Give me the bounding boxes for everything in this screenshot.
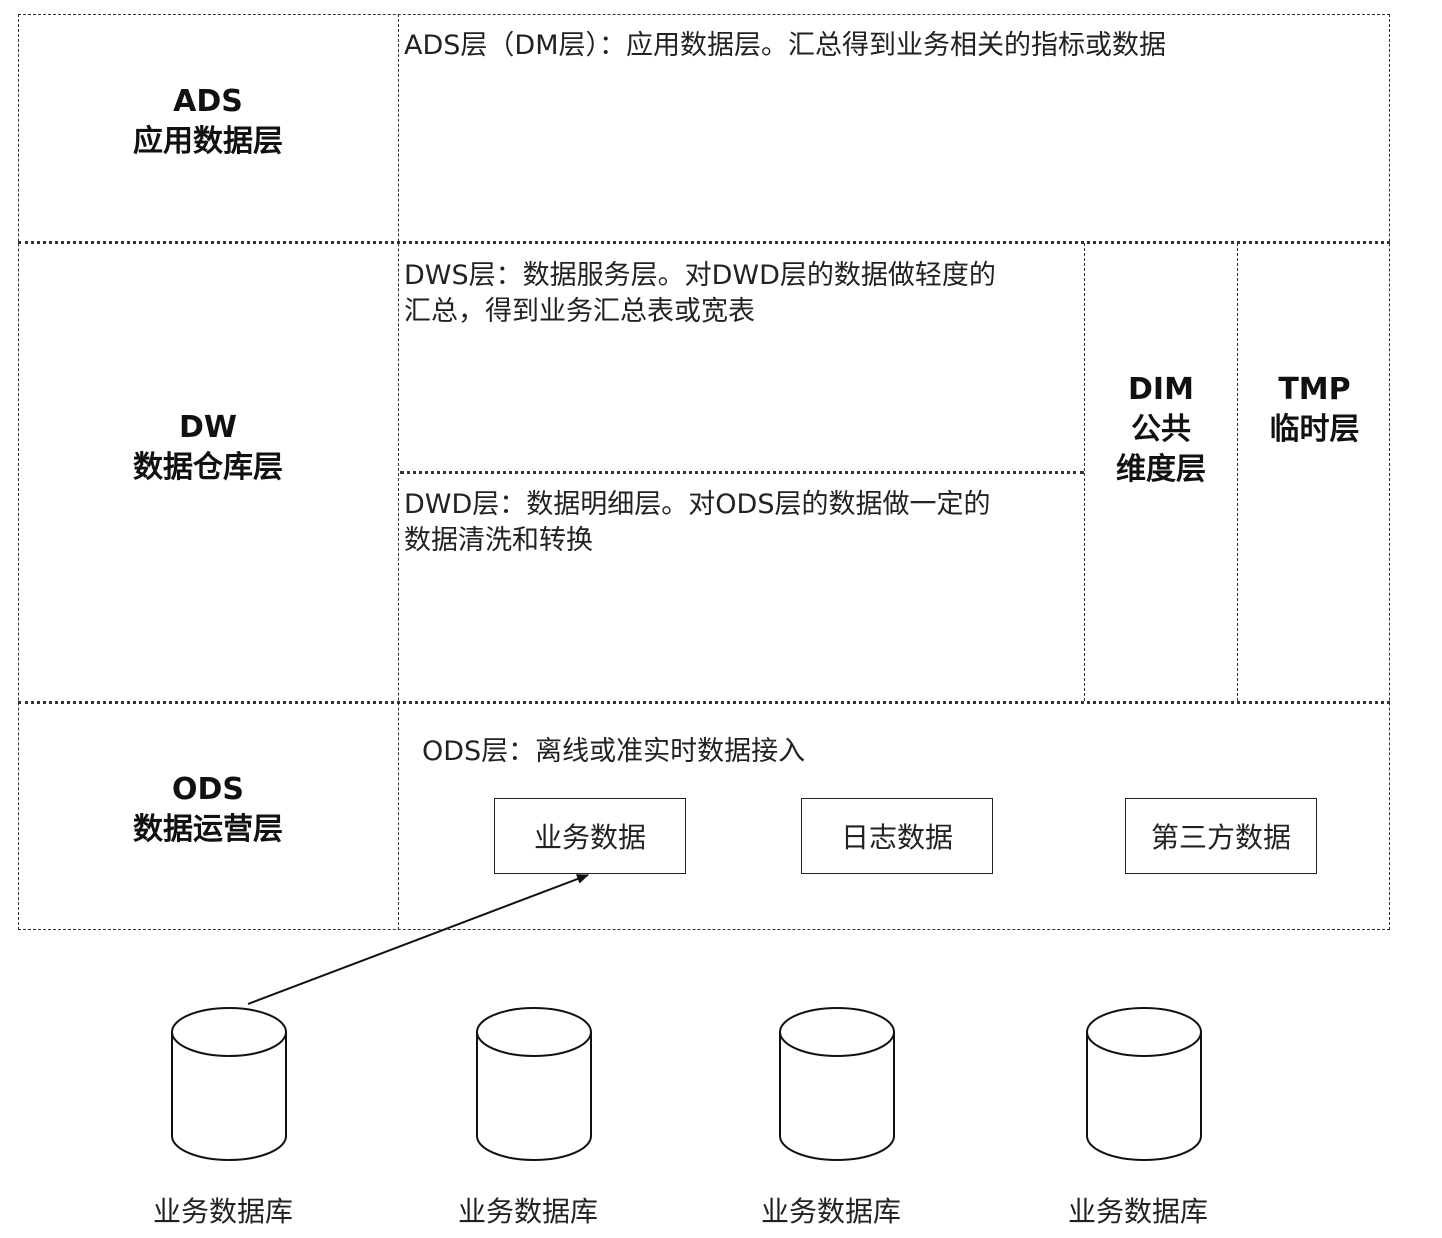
tmp-layer-title: TMP 临时层 <box>1239 370 1390 450</box>
source-box-log[interactable]: 日志数据 <box>801 798 993 874</box>
layer-frame <box>18 14 1390 930</box>
dim-column-divider <box>1084 243 1085 701</box>
ads-layer-name: 应用数据层 <box>133 124 283 159</box>
dim-layer-code: DIM <box>1128 372 1194 407</box>
dim-layer-line1: 公共 <box>1131 412 1191 447</box>
dim-layer-line2: 维度层 <box>1116 452 1206 487</box>
tmp-layer-code: TMP <box>1278 372 1351 407</box>
database-icon <box>171 1007 287 1161</box>
ads-layer-title: ADS 应用数据层 <box>20 82 396 162</box>
ods-layer-name: 数据运营层 <box>133 812 283 847</box>
dwd-layer-description: DWD层：数据明细层。对ODS层的数据做一定的数据清洗和转换 <box>404 489 991 556</box>
source-box-third-party[interactable]: 第三方数据 <box>1125 798 1317 874</box>
ads-layer-description: ADS层（DM层）：应用数据层。汇总得到业务相关的指标或数据 <box>404 30 1166 61</box>
source-box-business[interactable]: 业务数据 <box>494 798 686 874</box>
dws-dwd-separator <box>400 471 1084 474</box>
dw-layer-title: DW 数据仓库层 <box>20 408 396 488</box>
database-icon <box>779 1007 895 1161</box>
database-label: 业务数据库 <box>760 1195 901 1228</box>
database-label: 业务数据库 <box>457 1195 598 1228</box>
ods-layer-description: ODS层：离线或准实时数据接入 <box>422 736 806 767</box>
ods-layer-title: ODS 数据运营层 <box>20 770 396 850</box>
tmp-column-divider <box>1237 243 1238 701</box>
ods-layer-code: ODS <box>171 772 244 807</box>
dw-layer-code: DW <box>179 410 237 445</box>
ads-layer-code: ADS <box>173 84 243 119</box>
database-icon <box>1086 1007 1202 1161</box>
database-label: 业务数据库 <box>152 1195 293 1228</box>
dw-layer-name: 数据仓库层 <box>133 450 283 485</box>
ads-dw-separator <box>18 241 1390 244</box>
dim-layer-title: DIM 公共 维度层 <box>1086 370 1236 490</box>
dw-ods-separator <box>18 701 1390 704</box>
tmp-layer-name: 临时层 <box>1269 412 1360 447</box>
left-column-divider <box>398 14 399 930</box>
database-icon <box>476 1007 592 1161</box>
dws-layer-description: DWS层：数据服务层。对DWD层的数据做轻度的汇总，得到业务汇总表或宽表 <box>404 260 996 327</box>
database-label: 业务数据库 <box>1067 1195 1208 1228</box>
